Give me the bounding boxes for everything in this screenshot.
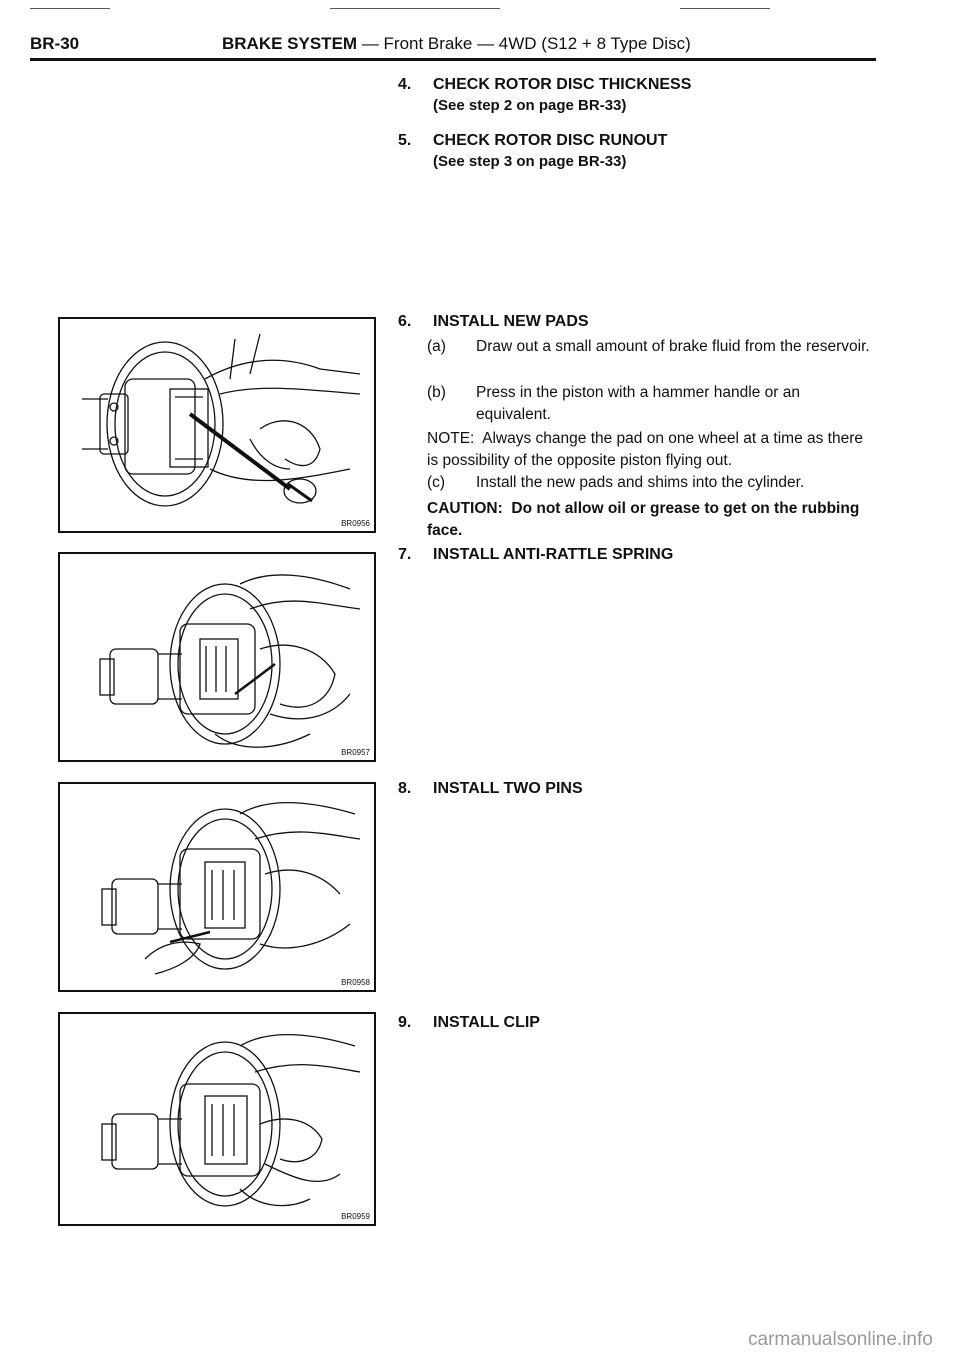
brake-caliper-pins-illustration — [101, 802, 361, 975]
brake-caliper-hammer-illustration — [82, 333, 361, 507]
section-title-bold: BRAKE SYSTEM — [222, 34, 358, 53]
step-6a-letter: (a) — [427, 338, 446, 355]
step-6b-text: Press in the piston with a hammer handle… — [476, 384, 800, 423]
step-number: 6. — [398, 313, 412, 330]
figure-code: BR0956 — [341, 519, 370, 528]
step-8: 8. INSTALL TWO PINS — [398, 780, 583, 798]
brake-caliper-clip-illustration — [101, 1034, 361, 1207]
step-6-caution: CAUTION: Do not allow oil or grease to g… — [427, 498, 877, 542]
step-6c-letter: (c) — [427, 474, 446, 491]
step-title: INSTALL NEW PADS — [433, 313, 589, 330]
brake-caliper-spring-illustration — [99, 574, 361, 748]
section-title: BRAKE SYSTEM — Front Brake — 4WD (S12 + … — [222, 34, 691, 54]
step-9: 9. INSTALL CLIP — [398, 1014, 540, 1032]
step-title: INSTALL ANTI-RATTLE SPRING — [433, 546, 674, 563]
figure-code: BR0958 — [341, 978, 370, 987]
top-thin-rule-left — [30, 8, 110, 9]
step-6-note: NOTE: Always change the pad on one wheel… — [427, 428, 877, 472]
step-number: 5. — [398, 132, 412, 149]
step-6c-text: Install the new pads and shims into the … — [476, 474, 805, 491]
step-title: INSTALL TWO PINS — [433, 780, 583, 797]
header-rule — [30, 58, 876, 61]
step-number: 4. — [398, 76, 412, 93]
figure-code: BR0959 — [341, 1212, 370, 1221]
figure-code: BR0957 — [341, 748, 370, 757]
figure-press-piston: BR0956 — [58, 317, 376, 533]
caution-label: CAUTION: — [427, 500, 503, 517]
watermark: carmanualsonline.info — [748, 1329, 933, 1350]
top-thin-rule-right — [680, 8, 770, 9]
step-6b-letter: (b) — [427, 384, 446, 401]
page-code: BR-30 — [30, 34, 80, 53]
step-5: 5. CHECK ROTOR DISC RUNOUT — [398, 132, 667, 150]
step-number: 9. — [398, 1014, 412, 1031]
figure-two-pins: BR0958 — [58, 782, 376, 992]
section-title-rest: — Front Brake — 4WD (S12 + 8 Type Disc) — [361, 34, 691, 53]
top-thin-rule-mid — [330, 8, 500, 9]
step-title: INSTALL CLIP — [433, 1014, 540, 1031]
caution-text: Do not allow oil or grease to get on the… — [427, 500, 860, 539]
note-label: NOTE: — [427, 430, 475, 447]
step-title: CHECK ROTOR DISC THICKNESS — [433, 76, 692, 93]
figure-anti-rattle-spring: BR0957 — [58, 552, 376, 762]
step-7: 7. INSTALL ANTI-RATTLE SPRING — [398, 546, 673, 564]
step-6a-text: Draw out a small amount of brake fluid f… — [476, 338, 870, 355]
step-number: 8. — [398, 780, 412, 797]
step-number: 7. — [398, 546, 412, 563]
step-6: 6. INSTALL NEW PADS — [398, 313, 589, 331]
figure-clip: BR0959 — [58, 1012, 376, 1226]
step-title: CHECK ROTOR DISC RUNOUT — [433, 132, 668, 149]
step-4: 4. CHECK ROTOR DISC THICKNESS — [398, 76, 691, 94]
note-text: Always change the pad on one wheel at a … — [427, 430, 863, 469]
step-4-reference: (See step 2 on page BR-33) — [433, 97, 627, 114]
step-5-reference: (See step 3 on page BR-33) — [433, 153, 627, 170]
